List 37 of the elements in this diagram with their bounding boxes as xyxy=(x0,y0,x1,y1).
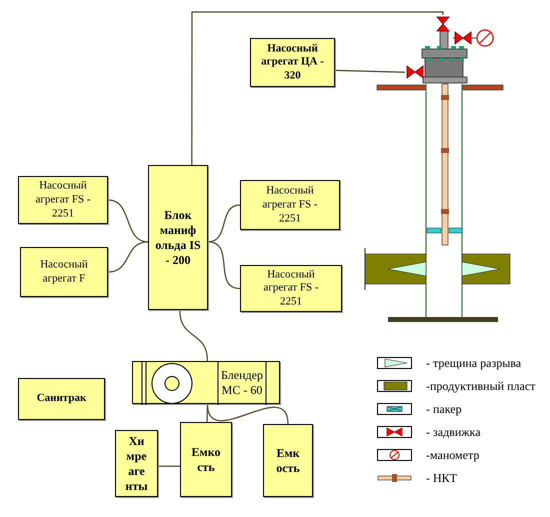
legend-label: - трещина разрыва xyxy=(426,355,522,372)
legend-label: -манометр xyxy=(426,447,480,464)
legend-label: -продуктивный пласт xyxy=(426,378,536,395)
legend-label: - задвижка xyxy=(426,424,481,441)
node-label: Блендер МС - 60 xyxy=(220,368,264,398)
tank-box xyxy=(180,422,232,497)
node-label: Насосный агрегат FS - 2251 xyxy=(34,179,92,221)
connector-line xyxy=(208,241,240,290)
node-label: Насосный агрегат ЦА - 320 xyxy=(260,42,325,84)
node-label: Хи мре аге нты xyxy=(124,434,149,494)
connector-line xyxy=(191,11,444,165)
legend-label: - пакер xyxy=(426,401,462,418)
chemicals-box xyxy=(115,430,158,497)
connector-line xyxy=(334,70,406,73)
connector-line xyxy=(179,310,208,362)
pump-unit-box xyxy=(18,176,108,224)
node-label: Насосный агрегат F xyxy=(39,258,89,286)
pump-unit-box xyxy=(240,265,342,312)
truck-box xyxy=(18,378,105,420)
blender-box xyxy=(132,361,280,404)
connector-line xyxy=(108,199,148,242)
node-label: Насосный агрегат FS - 2251 xyxy=(261,184,319,226)
legend-label: - НКТ xyxy=(426,470,457,487)
pump-unit-box xyxy=(20,247,108,297)
connector-line xyxy=(208,204,240,242)
node-label: Блок маниф ольда IS - 200 xyxy=(154,208,202,268)
pump-unit-box xyxy=(240,180,340,230)
connector-line xyxy=(206,404,289,424)
pump-unit-box xyxy=(250,38,335,87)
tank-box xyxy=(263,424,313,497)
node-label: Насосный агрегат FS - 2251 xyxy=(262,268,320,310)
connector-line xyxy=(158,466,180,467)
node-label: Емко сть xyxy=(190,444,222,474)
node-label: Санитрак xyxy=(36,392,88,406)
manifold-box xyxy=(148,165,208,310)
connector-line xyxy=(108,241,148,273)
node-label: Емк ость xyxy=(275,446,301,476)
